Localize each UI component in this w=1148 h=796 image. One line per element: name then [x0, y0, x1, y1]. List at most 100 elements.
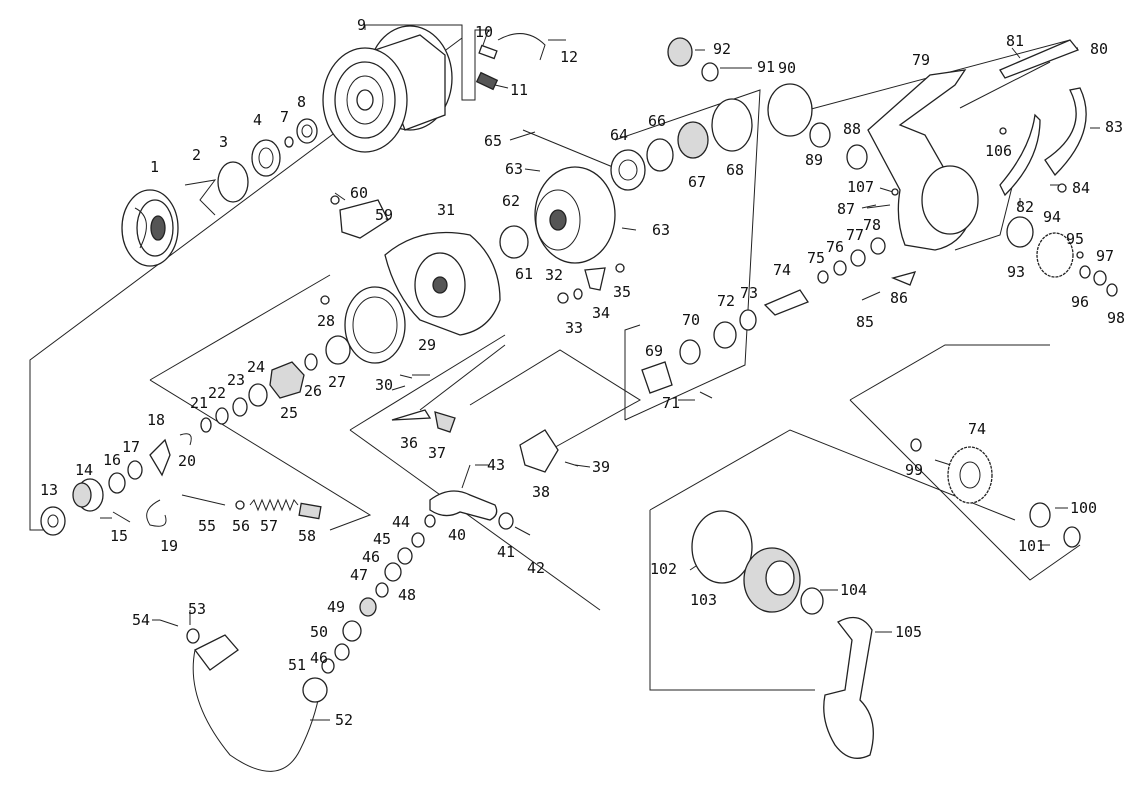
part-label: 97 — [1096, 247, 1114, 265]
part-label: 50 — [310, 623, 328, 641]
washer-98 — [1106, 283, 1118, 297]
part-label: 16 — [103, 451, 121, 469]
part-label: 74 — [773, 261, 791, 279]
part-label: 86 — [890, 289, 908, 307]
part-label: 62 — [502, 192, 520, 210]
part-label: 63 — [652, 221, 670, 239]
bearing-88 — [846, 144, 868, 170]
ring-66 — [646, 138, 674, 172]
part-label: 55 — [198, 517, 216, 535]
part-label: 78 — [863, 216, 881, 234]
small-part-7 — [284, 136, 294, 148]
wire-12 — [497, 33, 546, 61]
washer-4 — [251, 139, 281, 177]
part-58 — [298, 502, 322, 520]
part-label: 30 — [375, 376, 393, 394]
roller-50 — [342, 620, 362, 642]
clip-part — [184, 179, 217, 216]
part-107 — [891, 188, 899, 196]
washer-22 — [215, 407, 229, 425]
sleeve-69 — [641, 361, 673, 394]
rod-81 — [959, 61, 1051, 109]
washer-26 — [304, 353, 318, 371]
part-label: 77 — [846, 226, 864, 244]
screw-15 — [112, 511, 131, 523]
part-label: 89 — [805, 151, 823, 169]
nut-25 — [269, 361, 305, 399]
part-label: 80 — [1090, 40, 1108, 58]
collar-41 — [498, 512, 514, 530]
part-label: 57 — [260, 517, 278, 535]
part-label: 90 — [778, 59, 796, 77]
part-label: 53 — [188, 600, 206, 618]
knob-14 — [72, 478, 104, 512]
washer-89 — [809, 122, 831, 148]
part-label: 101 — [1018, 537, 1045, 555]
bearing-72 — [713, 321, 737, 349]
ring-61 — [499, 225, 529, 259]
screw-95 — [1076, 251, 1084, 259]
cover-83 — [1044, 87, 1087, 177]
part-label: 81 — [1006, 32, 1024, 50]
part-label: 104 — [840, 581, 867, 599]
side-plate-31 — [384, 231, 501, 336]
part-label: 68 — [726, 161, 744, 179]
screw-43 — [461, 464, 471, 489]
cover-59 — [339, 199, 389, 239]
part-label: 82 — [1016, 198, 1034, 216]
gear-94 — [1036, 232, 1074, 278]
part-label: 27 — [328, 373, 346, 391]
spool-part — [322, 25, 453, 153]
part-label: 92 — [713, 40, 731, 58]
washer-45 — [411, 532, 425, 548]
part-label: 79 — [912, 51, 930, 69]
part-label: 65 — [484, 132, 502, 150]
part-label: 34 — [592, 304, 610, 322]
part-label: 74 — [968, 420, 986, 438]
part-label: 4 — [253, 111, 262, 129]
cover-82 — [999, 113, 1041, 197]
seal-68 — [711, 98, 753, 152]
part-label: 93 — [1007, 263, 1025, 281]
part-label: 96 — [1071, 293, 1089, 311]
part-18 — [149, 438, 171, 477]
part-label: 60 — [350, 184, 368, 202]
part-34 — [584, 267, 606, 291]
part-56 — [235, 500, 245, 510]
part-labels: 1 2 3 4 7 8 9 10 11 12 13 14 15 16 17 18… — [40, 16, 1125, 729]
screw-30 — [399, 374, 413, 379]
part-label: 54 — [132, 611, 150, 629]
ball-32 — [557, 292, 569, 304]
part-label: 94 — [1043, 208, 1061, 226]
part-label: 24 — [247, 358, 265, 376]
washer-73 — [739, 309, 757, 331]
part-label: 85 — [856, 313, 874, 331]
part-label: 14 — [75, 461, 93, 479]
screw-65 — [509, 131, 536, 141]
part-label: 107 — [847, 178, 874, 196]
part-label: 3 — [219, 133, 228, 151]
bail-trip-64 — [610, 149, 646, 191]
part-label: 70 — [682, 311, 700, 329]
handle-105 — [823, 616, 874, 759]
roller-47 — [384, 562, 402, 582]
part-label: 64 — [610, 126, 628, 144]
bail-arm-40 — [429, 490, 498, 521]
retainer-70 — [679, 339, 701, 365]
parts — [40, 25, 1118, 772]
part-label: 35 — [613, 283, 631, 301]
screw-63b — [621, 227, 637, 231]
part-label: 91 — [757, 58, 775, 76]
bearing-78 — [870, 237, 886, 255]
bearing-100 — [1029, 502, 1051, 528]
part-label: 25 — [280, 404, 298, 422]
part-label: 76 — [826, 238, 844, 256]
washer-76 — [833, 260, 847, 276]
screw-28 — [320, 295, 330, 305]
part-label: 17 — [122, 438, 140, 456]
bearing-77 — [850, 249, 866, 267]
part-label: 12 — [560, 48, 578, 66]
pinion-74 — [763, 289, 809, 316]
part-label: 7 — [280, 108, 289, 126]
part-label: 19 — [160, 537, 178, 555]
